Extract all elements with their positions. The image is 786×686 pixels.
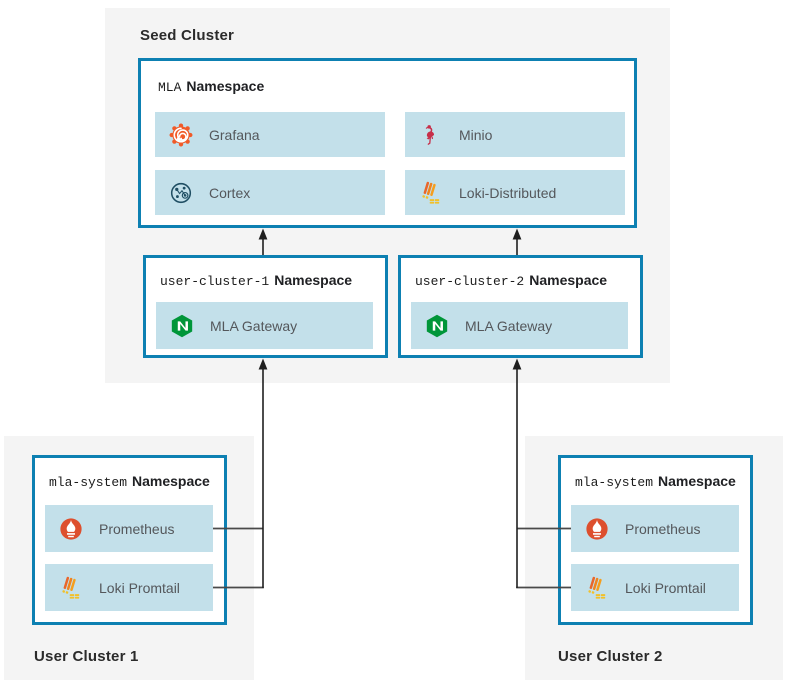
component-label: Minio	[459, 126, 493, 143]
seed-cluster-title: Seed Cluster	[140, 27, 235, 44]
mla-namespace-title: MLA Namespace	[158, 78, 264, 96]
component-loki-promtail-2: Loki Promtail	[571, 564, 739, 611]
component-label: Loki Promtail	[625, 579, 706, 596]
namespace-name: MLA	[158, 80, 182, 95]
namespace-suffix: Namespace	[529, 272, 608, 288]
component-label: MLA Gateway	[210, 317, 298, 334]
component-label: Grafana	[209, 126, 260, 143]
component-label: MLA Gateway	[465, 317, 553, 334]
component-loki-promtail-1: Loki Promtail	[45, 564, 213, 611]
mla-system-namespace-title: mla-system Namespace	[49, 473, 210, 491]
component-label: Cortex	[209, 184, 251, 201]
user-cluster-1-title: User Cluster 1	[34, 648, 139, 665]
component-label: Loki-Distributed	[459, 184, 557, 201]
component-minio: Minio	[405, 112, 625, 157]
mla-system-namespace-title: mla-system Namespace	[575, 473, 736, 491]
loki-icon	[584, 575, 610, 601]
namespace-name: mla-system	[49, 475, 128, 490]
namespace-suffix: Namespace	[274, 272, 353, 288]
user-cluster-2-title: User Cluster 2	[558, 648, 663, 665]
grafana-icon	[168, 122, 194, 148]
component-grafana: Grafana	[155, 112, 385, 157]
mla-system-namespace-box-2: mla-system Namespace Prometheus	[558, 455, 753, 625]
loki-icon	[58, 575, 84, 601]
component-label: Prometheus	[625, 520, 701, 537]
component-prometheus-2: Prometheus	[571, 505, 739, 552]
component-label: Loki Promtail	[99, 579, 180, 596]
namespace-suffix: Namespace	[658, 473, 736, 489]
namespace-suffix: Namespace	[132, 473, 210, 489]
component-cortex: Cortex	[155, 170, 385, 215]
component-prometheus-1: Prometheus	[45, 505, 213, 552]
user-cluster-2-namespace-box: user-cluster-2 Namespace MLA Gateway	[398, 255, 643, 358]
cortex-icon	[168, 180, 194, 206]
namespace-name: mla-system	[575, 475, 654, 490]
namespace-suffix: Namespace	[186, 78, 265, 94]
namespace-name: user-cluster-1	[160, 274, 270, 289]
user-cluster-2-namespace-title: user-cluster-2 Namespace	[415, 272, 607, 290]
loki-icon	[418, 180, 444, 206]
mla-namespace-box: MLA Namespace Grafana	[138, 58, 637, 228]
user-cluster-1-namespace-title: user-cluster-1 Namespace	[160, 272, 352, 290]
user-cluster-1-namespace-box: user-cluster-1 Namespace MLA Gateway	[143, 255, 388, 358]
nginx-icon	[424, 313, 450, 339]
nginx-icon	[169, 313, 195, 339]
prometheus-icon	[584, 516, 610, 542]
component-mla-gateway-1: MLA Gateway	[156, 302, 373, 349]
prometheus-icon	[58, 516, 84, 542]
minio-icon	[418, 122, 444, 148]
mla-system-namespace-box-1: mla-system Namespace Prometheus	[32, 455, 227, 625]
component-loki-distributed: Loki-Distributed	[405, 170, 625, 215]
component-label: Prometheus	[99, 520, 175, 537]
namespace-name: user-cluster-2	[415, 274, 525, 289]
component-mla-gateway-2: MLA Gateway	[411, 302, 628, 349]
